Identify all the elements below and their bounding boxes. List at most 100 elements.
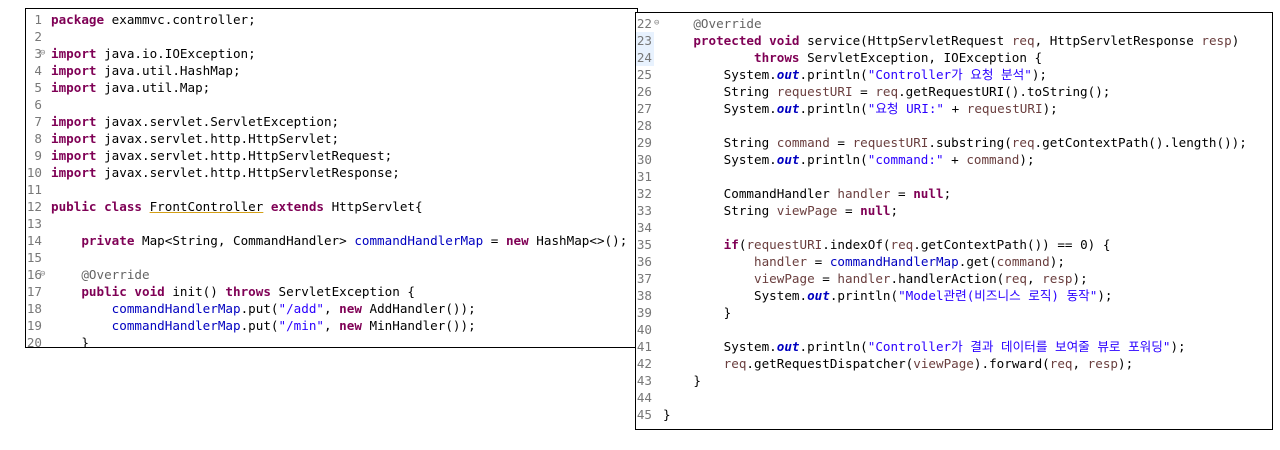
line-number: 43 xyxy=(636,373,652,388)
code-token: = xyxy=(814,271,838,286)
code-token: java.util.Map; xyxy=(96,80,211,95)
code-token: .getContextPath()) == 0) { xyxy=(913,237,1111,252)
code-line: 30 System.out.println("command:" + comma… xyxy=(636,151,1272,168)
code-token: .println( xyxy=(799,101,868,116)
code-token: + xyxy=(943,101,967,116)
code-token: requestURI xyxy=(776,84,853,99)
code-token: viewPage xyxy=(776,203,838,218)
line-number: 5 xyxy=(34,80,42,95)
code-token: out xyxy=(776,67,800,82)
fold-toggle-icon[interactable]: ⊖ xyxy=(40,48,46,58)
code-token: command xyxy=(776,135,830,150)
line-number: 44 xyxy=(636,390,652,405)
line-number: 6 xyxy=(34,97,42,112)
code-token: req xyxy=(723,356,747,371)
code-token: req xyxy=(1011,33,1035,48)
code-token: out xyxy=(776,101,800,116)
code-text: protected void service(HttpServletReques… xyxy=(663,32,1239,49)
code-token: commandHandlerMap xyxy=(829,254,959,269)
code-token: CommandHandler xyxy=(663,186,838,201)
code-token: req xyxy=(1004,271,1027,286)
code-token: .getRequestURI().toString(); xyxy=(898,84,1111,99)
line-number: 32 xyxy=(636,186,652,201)
code-line: 42 req.getRequestDispatcher(viewPage).fo… xyxy=(636,355,1272,372)
code-line: 14 private Map<String, CommandHandler> c… xyxy=(26,232,637,249)
code-token: "/min" xyxy=(278,318,325,333)
code-token: = xyxy=(852,84,876,99)
code-token: ); xyxy=(1042,101,1058,116)
code-text: System.out.println("요청 URI:" + requestUR… xyxy=(663,100,1058,117)
code-token: ServletException, IOException { xyxy=(799,50,1043,65)
code-token: out xyxy=(776,339,800,354)
code-token: .substring( xyxy=(928,135,1012,150)
code-line: 44 xyxy=(636,389,1272,406)
code-line: 33 String viewPage = null; xyxy=(636,202,1272,219)
code-line: 5 import java.util.Map; xyxy=(26,79,637,96)
code-line: 45} xyxy=(636,406,1272,423)
code-token: , xyxy=(324,301,340,316)
code-text: System.out.println("Controller가 요청 분석"); xyxy=(663,66,1047,83)
code-token: requestURI xyxy=(852,135,929,150)
line-number: 38 xyxy=(636,288,652,303)
code-line: 20 } xyxy=(26,334,637,347)
code-token: HttpServlet{ xyxy=(324,199,423,214)
code-line: 22⊖ @Override xyxy=(636,15,1272,32)
code-token: javax.servlet.http.HttpServletResponse; xyxy=(96,165,400,180)
code-token xyxy=(663,254,754,269)
code-token: ); xyxy=(1049,254,1065,269)
code-token: @Override xyxy=(81,267,150,282)
code-line: 41 System.out.println("Controller가 결과 데이… xyxy=(636,338,1272,355)
code-text: CommandHandler handler = null; xyxy=(663,185,952,202)
code-token: ; xyxy=(943,186,952,201)
code-line: 35 if(requestURI.indexOf(req.getContextP… xyxy=(636,236,1272,253)
code-token xyxy=(663,50,754,65)
code-text: public void init() throws ServletExcepti… xyxy=(51,283,415,300)
code-text: package exammvc.controller; xyxy=(51,11,256,28)
code-token: Map<String, CommandHandler> xyxy=(134,233,355,248)
code-token: .println( xyxy=(799,67,868,82)
code-token: = xyxy=(829,135,853,150)
code-token: package xyxy=(51,12,105,27)
code-text: System.out.println("command:" + command)… xyxy=(663,151,1035,168)
line-number: 26 xyxy=(636,84,652,99)
code-token: ); xyxy=(1019,152,1035,167)
code-token: commandHandlerMap xyxy=(354,233,484,248)
code-text: import javax.servlet.http.HttpServletRes… xyxy=(51,164,400,181)
code-token: requestURI xyxy=(966,101,1043,116)
line-number: 19 xyxy=(26,318,42,333)
fold-toggle-icon[interactable]: ⊖ xyxy=(40,269,46,279)
code-token: "요청 URI:" xyxy=(867,101,944,116)
code-token: String xyxy=(663,203,777,218)
code-token: if xyxy=(723,237,739,252)
code-token: + xyxy=(943,152,967,167)
code-token: "Controller가 결과 데이터를 보여줄 뷰로 포워딩" xyxy=(867,339,1171,354)
line-number: 42 xyxy=(636,356,652,371)
code-token: import xyxy=(51,46,97,61)
code-token: java.util.HashMap; xyxy=(96,63,241,78)
code-token: .getContextPath().length()); xyxy=(1034,135,1247,150)
code-token xyxy=(663,16,693,31)
code-text: String viewPage = null; xyxy=(663,202,898,219)
fold-toggle-icon[interactable]: ⊖ xyxy=(654,18,660,28)
code-text: } xyxy=(663,304,732,321)
code-token: command xyxy=(996,254,1050,269)
code-token: req xyxy=(890,237,914,252)
code-token: System. xyxy=(663,288,808,303)
code-token: ); xyxy=(1072,271,1088,286)
code-token: import xyxy=(51,165,97,180)
code-token: = xyxy=(890,186,914,201)
code-text: } xyxy=(663,406,671,423)
code-line: 24 throws ServletException, IOException … xyxy=(636,49,1272,66)
code-token: .println( xyxy=(799,339,868,354)
code-token: java.io.IOException; xyxy=(96,46,256,61)
line-number: 41 xyxy=(636,339,652,354)
code-token: commandHandlerMap xyxy=(111,301,241,316)
code-token: , xyxy=(1072,356,1088,371)
code-line: 40 xyxy=(636,321,1272,338)
code-text: import java.util.Map; xyxy=(51,79,210,96)
code-token: , HttpServletResponse xyxy=(1034,33,1202,48)
line-number: 1 xyxy=(34,12,42,27)
code-line: 15 xyxy=(26,249,637,266)
